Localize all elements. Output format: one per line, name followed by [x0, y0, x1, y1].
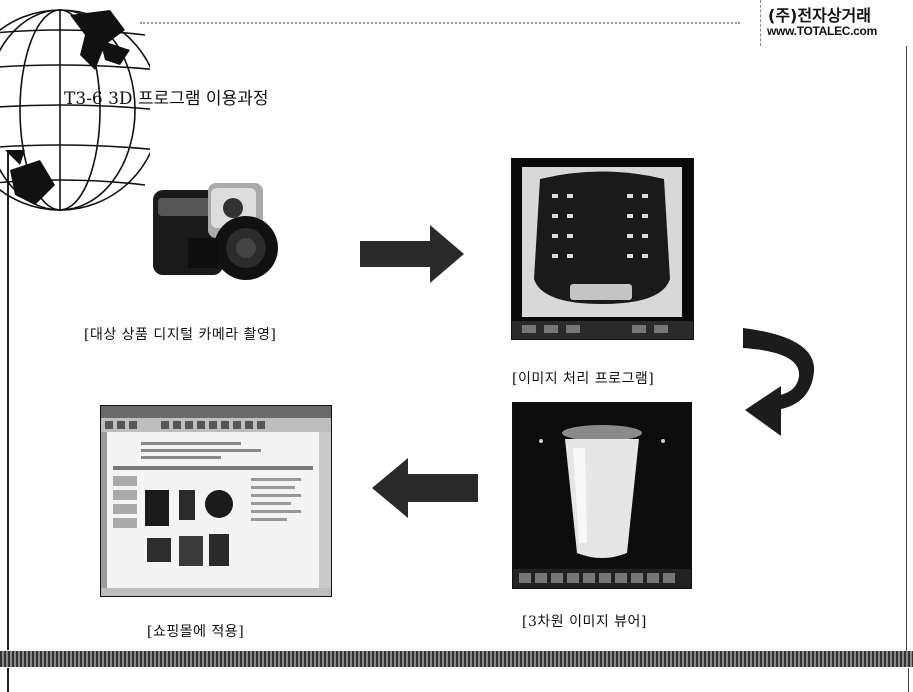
- brand-box: [760, 0, 913, 46]
- step-caption-shopping-mall: [쇼핑몰에 적용]: [147, 624, 245, 640]
- step-caption-camera: [대상 상품 디지털 카메라 촬영]: [84, 327, 277, 343]
- brand-name: (주)전자상거래: [768, 6, 871, 25]
- left-arrow-icon: [372, 458, 478, 518]
- curved-down-arrow-icon: [743, 328, 815, 436]
- right-arrow-icon: [360, 225, 464, 283]
- bottom-band: [0, 651, 913, 667]
- page-title: T3-6 3D 프로그램 이용과정: [64, 89, 269, 109]
- camera-icon: [153, 183, 278, 280]
- top-dotted-rule: [140, 22, 740, 24]
- bottom-frame: [7, 668, 909, 692]
- frame-left-border: [7, 150, 9, 650]
- 3d-image-viewer-screenshot: [512, 402, 692, 589]
- image-processing-screenshot: [511, 158, 694, 340]
- frame-right-border: [906, 40, 907, 652]
- step-caption-image-processing: [이미지 처리 프로그램]: [512, 371, 655, 387]
- globe-icon: [0, 9, 150, 211]
- brand-url: www.TOTALEC.com: [767, 24, 877, 38]
- shopping-mall-screenshot: [100, 405, 332, 597]
- step-caption-3d-viewer: [3차원 이미지 뷰어]: [522, 614, 647, 630]
